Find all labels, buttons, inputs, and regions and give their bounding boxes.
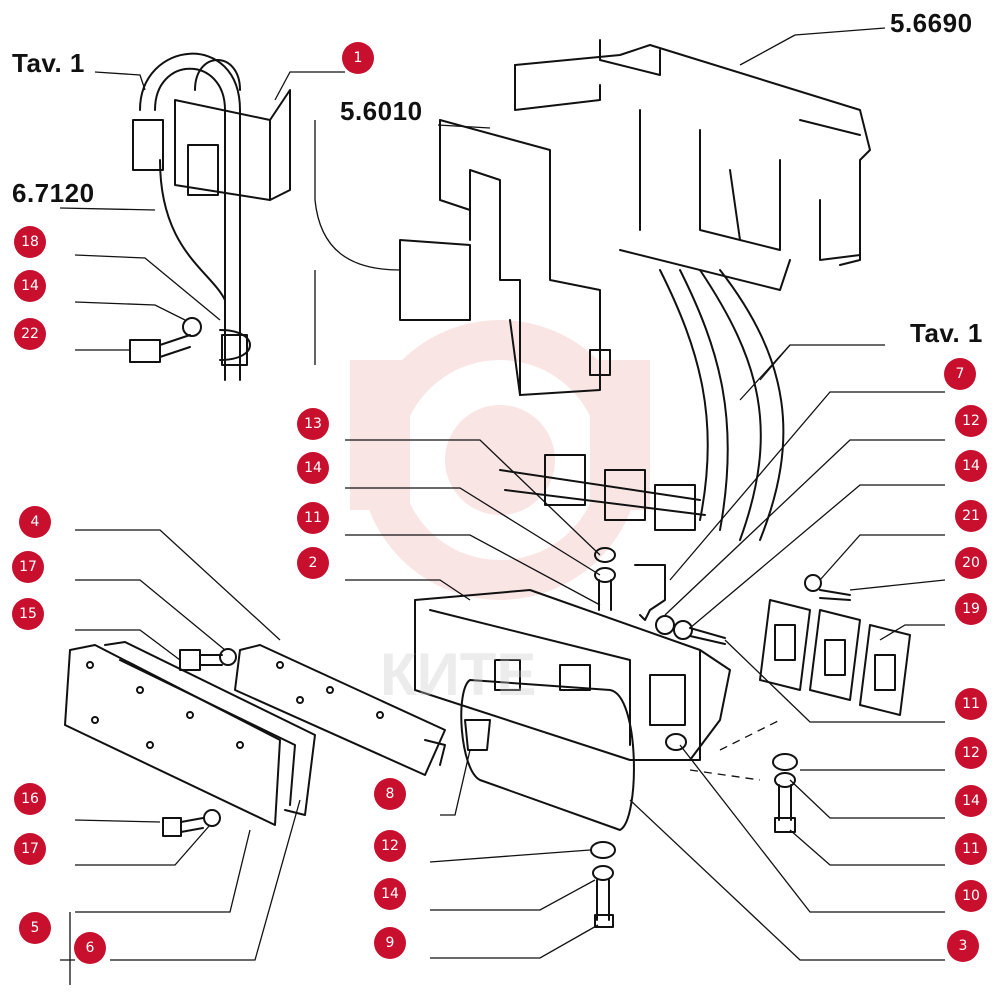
grommets-19 [759, 599, 911, 716]
plate-3 [460, 679, 635, 831]
watermark-text: КИТЕ [380, 641, 537, 708]
bracket-7 [634, 564, 666, 621]
watermark-logo [350, 320, 650, 600]
callout-17: 17 [14, 833, 46, 865]
callout-14: 14 [374, 878, 406, 910]
callout-13: 13 [297, 408, 329, 440]
callout-20: 20 [955, 547, 987, 579]
callout-14: 14 [955, 450, 987, 482]
callout-17: 17 [12, 551, 44, 583]
callout-15: 15 [12, 598, 44, 630]
callout-3: 3 [947, 930, 979, 962]
callout-12: 12 [374, 830, 406, 862]
callout-8: 8 [374, 778, 406, 810]
panel-4 [234, 644, 446, 776]
callout-11: 11 [955, 833, 987, 865]
screw-stack-bottom [590, 841, 616, 928]
leader-lines [59, 27, 946, 985]
hose-assembly [132, 52, 291, 381]
callout-14: 14 [297, 452, 329, 484]
callout-14: 14 [955, 785, 987, 817]
screw-stack-center [594, 547, 616, 611]
callout-16: 16 [14, 783, 46, 815]
callout-1: 1 [342, 42, 374, 74]
callout-18: 18 [14, 226, 46, 258]
callout-12: 12 [955, 405, 987, 437]
gasket-6 [104, 641, 316, 816]
callout-5: 5 [19, 912, 51, 944]
callout-9: 9 [374, 927, 406, 959]
wire-harness [499, 269, 785, 541]
bracket-5-6010 [399, 119, 611, 396]
callout-19: 19 [955, 593, 987, 625]
cover-plate-5 [64, 644, 281, 826]
screw-16 [162, 809, 221, 837]
bolt-22 [129, 317, 202, 363]
callout-11: 11 [297, 502, 329, 534]
ref-5-6690: 5.6690 [890, 8, 973, 38]
grommet-8 [464, 719, 491, 751]
callout-7: 7 [944, 358, 976, 390]
tray-2 [414, 589, 731, 761]
callout-21: 21 [955, 500, 987, 532]
ref-5-6010: 5.6010 [340, 96, 423, 126]
housing-5-6690 [514, 39, 871, 291]
callout-10: 10 [955, 880, 987, 912]
callout-12: 12 [955, 737, 987, 769]
fastener-stack-right [655, 574, 851, 645]
callout-6: 6 [74, 932, 106, 964]
callout-22: 22 [14, 318, 46, 350]
screw-15 [179, 648, 237, 671]
ref-tav1-top: Tav. 1 [12, 48, 85, 78]
ref-tav1-right: Tav. 1 [910, 318, 983, 348]
screw-stack-right [772, 753, 798, 833]
ref-6-7120: 6.7120 [12, 178, 95, 208]
callout-2: 2 [297, 547, 329, 579]
washer-10 [665, 733, 687, 751]
callout-11: 11 [955, 688, 987, 720]
callout-4: 4 [19, 506, 51, 538]
callout-14: 14 [14, 270, 46, 302]
